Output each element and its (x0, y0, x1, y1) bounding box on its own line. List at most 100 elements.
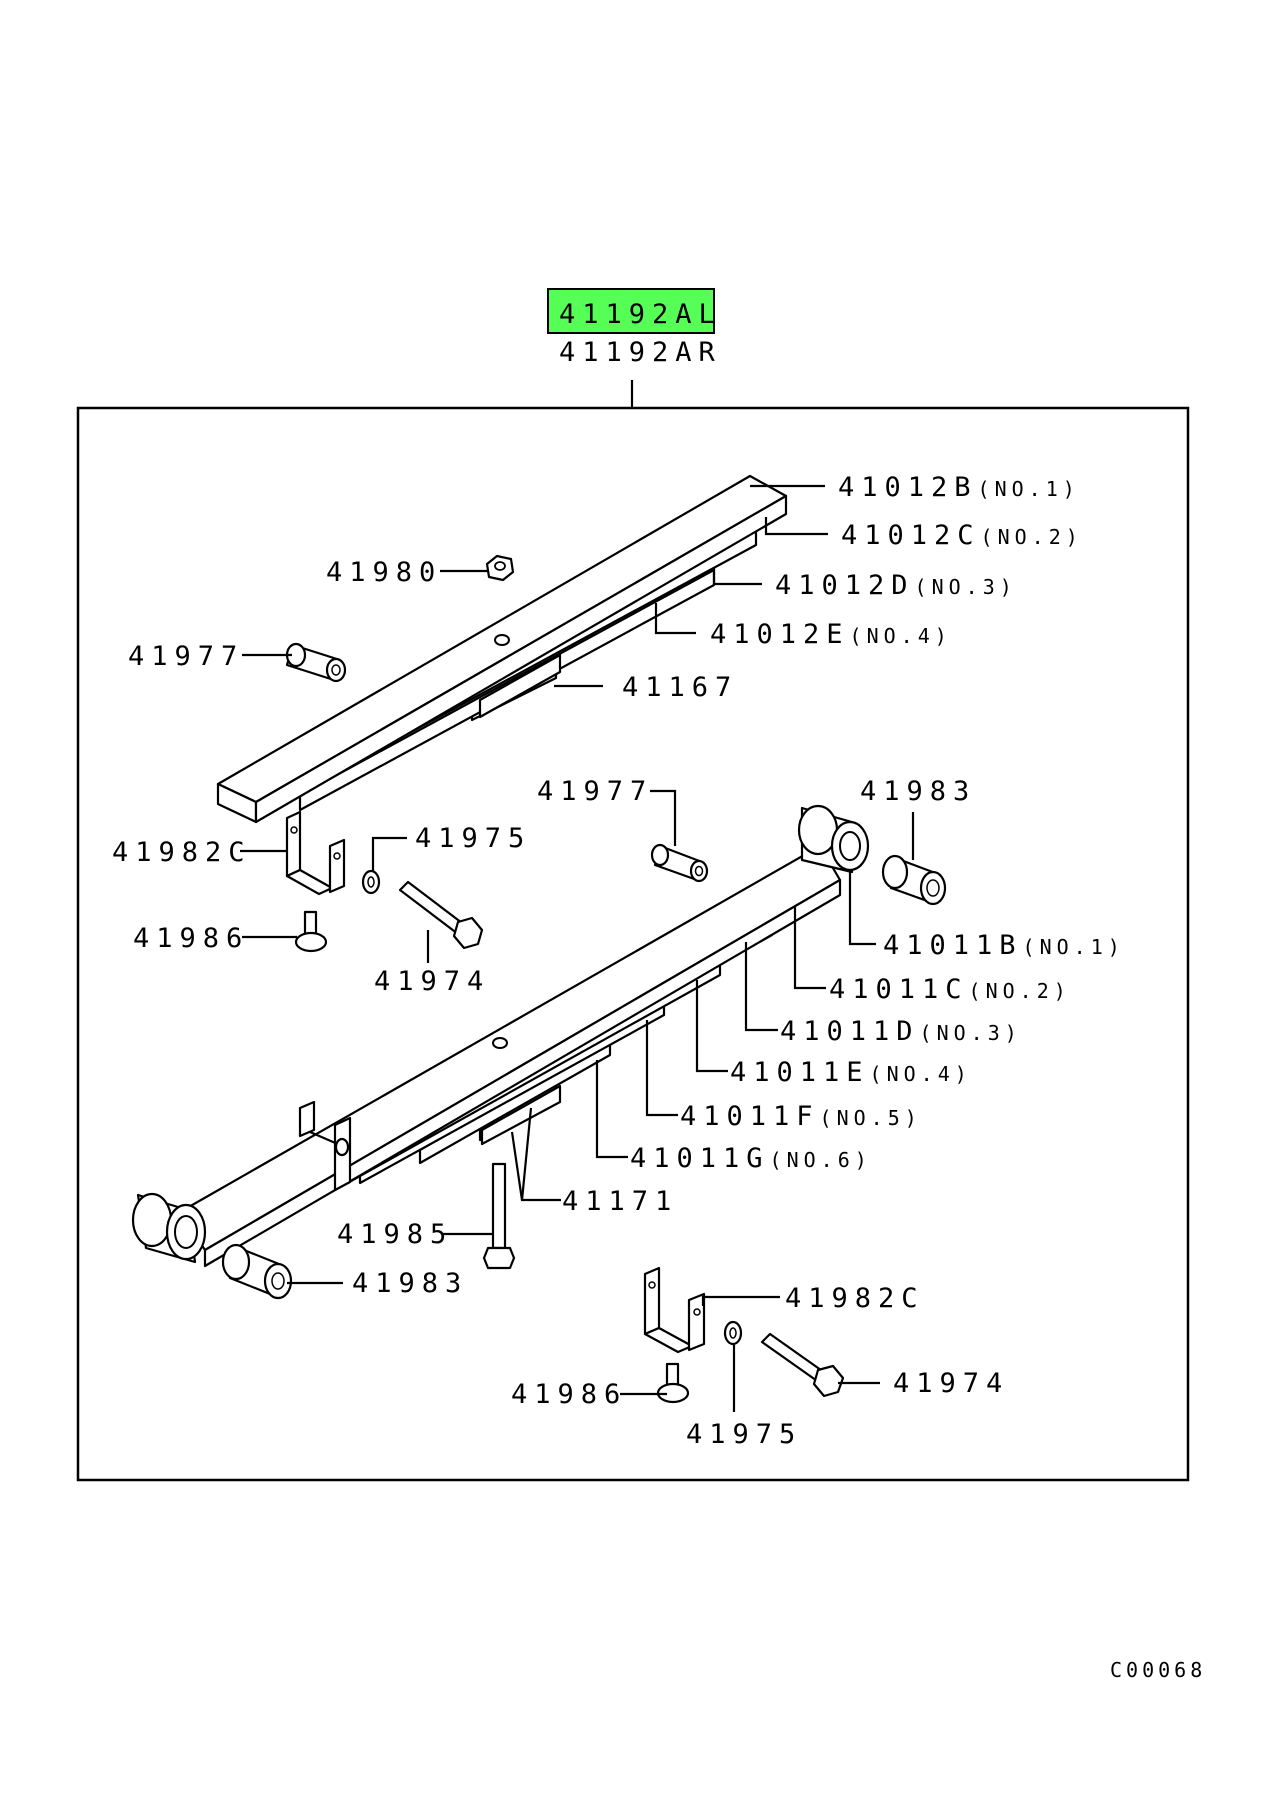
rear-leaf-1-side (203, 878, 842, 1268)
callout-41983-top[interactable]: 41983 (860, 776, 976, 807)
rear-clip-pad-shape (480, 1084, 562, 1146)
leader-41171-a (510, 1131, 561, 1202)
leader-41975-upper (371, 836, 407, 872)
callout-41011D[interactable]: 41011D(NO.3) (780, 1016, 1022, 1047)
rivet-head (294, 931, 328, 953)
front-leaf-1-side (254, 494, 788, 824)
rebound-clip-bolt (309, 1130, 341, 1147)
clip-plate-left (285, 810, 302, 878)
rear-leaf-1-top (178, 844, 842, 1252)
leader-41171-b (520, 1107, 533, 1201)
callout-41983-bottom[interactable]: 41983 (352, 1268, 468, 1299)
center-bolt-nut (482, 1246, 516, 1270)
clip-41982C-lower[interactable] (643, 1266, 706, 1354)
callout-41011B[interactable]: 41011B(NO.1) (883, 930, 1125, 961)
callout-41986-lower[interactable]: 41986 (511, 1379, 627, 1410)
clip-base (643, 1326, 694, 1354)
corner-code: C00068 (1110, 1658, 1206, 1682)
eye-bushing-bore (926, 879, 940, 897)
rear-spring-eye-left (131, 1192, 207, 1264)
callout-41011E[interactable]: 41011E(NO.4) (730, 1057, 972, 1088)
leader-41011C (793, 906, 826, 990)
eye-left-face (131, 1192, 173, 1248)
leader-41011B (848, 872, 876, 946)
alternate-part-label[interactable]: 41192AR (559, 337, 722, 368)
callout-41975-upper[interactable]: 41975 (415, 823, 531, 854)
bushing-41977-front[interactable] (285, 642, 347, 683)
callout-41974-lower[interactable]: 41974 (893, 1368, 1009, 1399)
clip-hole-left (290, 826, 298, 834)
callout-41012E[interactable]: 41012E(NO.4) (710, 619, 952, 650)
rear-leaf-spring (131, 804, 870, 1268)
eye-bushing-bore (271, 1272, 285, 1290)
leader-41977-rear (650, 789, 677, 846)
eye-bushing-41983-top[interactable] (881, 854, 947, 906)
bolt-41974-lower[interactable] (760, 1332, 845, 1398)
rebound-clip-on-spring (298, 1100, 352, 1192)
leader-41012C (764, 517, 828, 536)
front-clip-pad-shape (478, 653, 562, 719)
nut-41980[interactable] (485, 554, 515, 582)
callout-41985[interactable]: 41985 (337, 1219, 453, 1250)
clip-hole-right (333, 852, 341, 860)
callout-41012C[interactable]: 41012C(NO.2) (841, 520, 1083, 551)
center-bolt-41985[interactable] (482, 1162, 516, 1270)
front-leaf-spring (216, 474, 788, 824)
clip-hole-left (648, 1281, 656, 1289)
eye-bushing-end-left (221, 1243, 251, 1281)
rear-center-hole (492, 1037, 508, 1049)
callout-41974-upper[interactable]: 41974 (374, 966, 490, 997)
callout-41171[interactable]: 41171 (562, 1186, 678, 1217)
diagram-frame (76, 406, 1190, 1482)
callout-41977-rear[interactable]: 41977 (537, 776, 653, 807)
callout-labels: 41012B(NO.1) 41012C(NO.2) 41012D(NO.3) 4… (112, 472, 1125, 1450)
eye-left-bore (174, 1215, 198, 1249)
eye-bushing-41983-bottom[interactable] (221, 1243, 293, 1300)
callout-41011C[interactable]: 41011C(NO.2) (829, 974, 1071, 1005)
callout-41982C-lower[interactable]: 41982C (785, 1283, 925, 1314)
highlighted-part-label[interactable]: 41192AL (559, 299, 722, 330)
callout-41977-front[interactable]: 41977 (128, 641, 244, 672)
clip-41982C-upper[interactable] (285, 810, 346, 896)
bolt-head (452, 916, 484, 950)
rivet-41986-upper[interactable] (294, 910, 328, 953)
clip-plate-right (328, 838, 346, 894)
washer-upper-hole (367, 876, 375, 888)
clip-hole-right (693, 1308, 701, 1316)
front-center-hole (494, 634, 510, 646)
callout-41012D[interactable]: 41012D(NO.3) (775, 570, 1017, 601)
bolt-41974-upper[interactable] (398, 880, 484, 950)
leader-lines (240, 484, 915, 1412)
callout-41011G[interactable]: 41011G(NO.6) (630, 1143, 872, 1174)
nut-hole (494, 561, 506, 571)
bushing-bore (331, 664, 341, 676)
callout-41975-lower[interactable]: 41975 (686, 1419, 802, 1450)
leader-41011F (645, 1020, 678, 1117)
leader-41012D (712, 567, 762, 586)
rear-spring-eye-right (797, 804, 870, 874)
leader-41011D (744, 942, 778, 1032)
bolt-head (812, 1364, 845, 1398)
rivet-41986-lower[interactable] (656, 1362, 690, 1404)
rebound-clip-left-plate (298, 1100, 316, 1138)
leader-41011E (695, 980, 728, 1073)
clip-plate-right (687, 1292, 706, 1352)
highlighted-part-box[interactable] (547, 288, 715, 334)
bushing-41977-rear[interactable] (650, 843, 709, 883)
eye-bushing-end-left (881, 854, 909, 890)
callout-41986-upper[interactable]: 41986 (133, 923, 249, 954)
center-bolt-shank (491, 1162, 507, 1250)
callout-41167[interactable]: 41167 (622, 672, 738, 703)
eye-right-bore (839, 831, 861, 861)
callout-41011F[interactable]: 41011F(NO.5) (680, 1101, 922, 1132)
clip-base (285, 868, 334, 896)
bushing-end-left (650, 843, 670, 867)
callout-41982C-upper[interactable]: 41982C (112, 837, 252, 868)
callout-41012B[interactable]: 41012B(NO.1) (838, 472, 1080, 503)
callout-41980[interactable]: 41980 (326, 557, 442, 588)
leader-41011G (595, 1060, 628, 1159)
clip-plate-left (643, 1266, 661, 1336)
washer-lower-hole (729, 1327, 737, 1339)
leader-41982C-lower (701, 1295, 780, 1306)
